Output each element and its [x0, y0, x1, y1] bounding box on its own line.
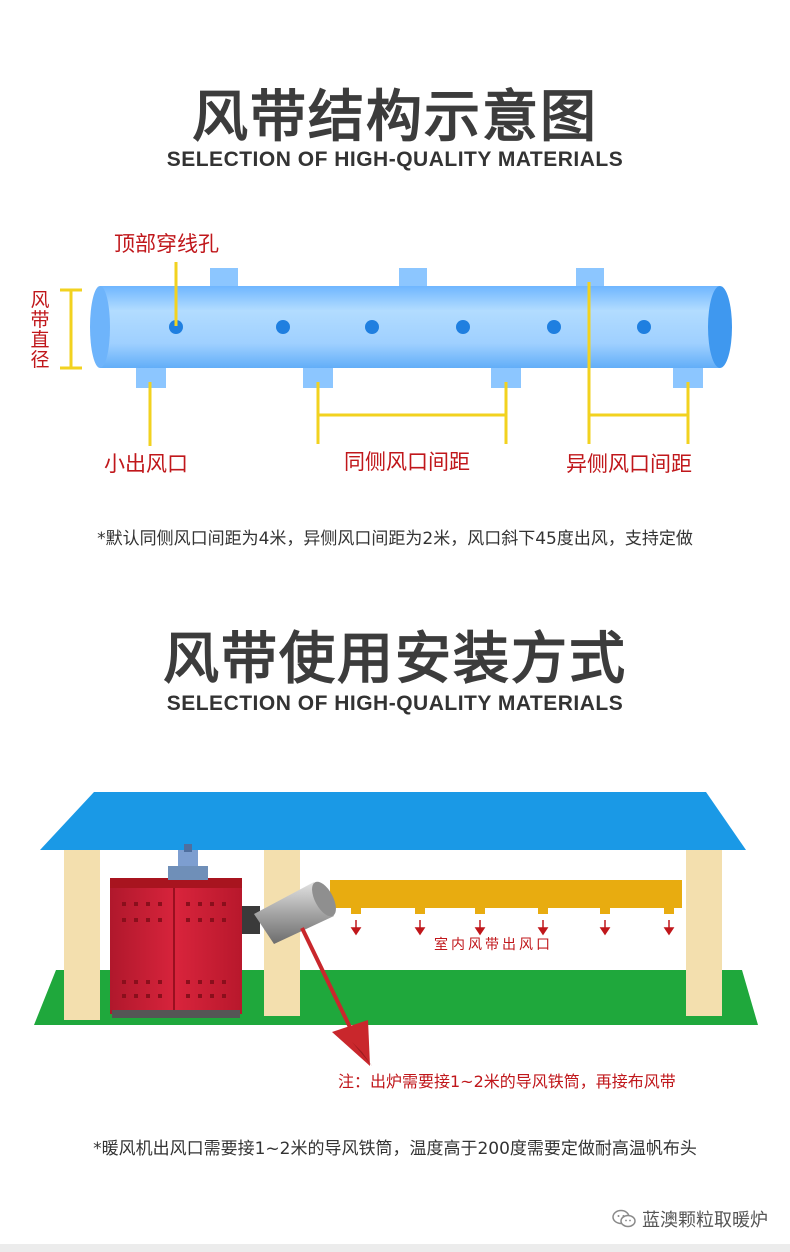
label-top-hole: 顶部穿线孔: [114, 232, 219, 256]
duct-hole: [456, 320, 470, 334]
duct-hole: [365, 320, 379, 334]
indoor-duct-outlet: [664, 906, 674, 914]
heater: [110, 844, 260, 1018]
duct-hole: [547, 320, 561, 334]
label-diameter: 风带直径: [30, 289, 50, 371]
opposite-side-spacing-bracket: [587, 282, 690, 444]
duct-right-end: [708, 286, 732, 368]
indoor-duct-outlet: [538, 906, 548, 914]
duct-top-tab: [399, 268, 427, 290]
duct-top-tab: [576, 268, 604, 290]
duct-hole: [637, 320, 651, 334]
bottom-bar: [0, 1244, 790, 1252]
indoor-duct-outlet: [600, 906, 610, 914]
left-pillar: [64, 848, 100, 1020]
diameter-bracket: [60, 288, 82, 370]
section2-title: 风带使用安装方式: [163, 627, 627, 692]
same-side-spacing-bracket: [316, 382, 508, 444]
duct-body: [100, 286, 720, 368]
section1-title: 风带结构示意图: [192, 85, 598, 150]
watermark-text: 蓝澳颗粒取暖炉: [642, 1210, 768, 1231]
label-small-outlet: 小出风口: [104, 452, 188, 476]
section2-note: *暖风机出风口需要接1~2米的导风铁筒，温度高于200度需要定做耐高温帆布头: [93, 1139, 697, 1159]
duct-left-end: [90, 286, 110, 368]
section1-subtitle: SELECTION OF HIGH-QUALITY MATERIALS: [166, 148, 624, 171]
watermark: 蓝澳颗粒取暖炉: [612, 1206, 768, 1232]
outlet-arrows: [350, 920, 675, 936]
indoor-duct: [330, 880, 682, 908]
indoor-duct-outlet: [415, 906, 425, 914]
indoor-duct-outlet: [475, 906, 485, 914]
label-indoor-outlet: 室内风带出风口: [434, 937, 553, 953]
indoor-duct-outlet: [351, 906, 361, 914]
duct-hole: [276, 320, 290, 334]
duct-structure-diagram: [60, 262, 732, 446]
duct-top-tab: [210, 268, 238, 290]
section2-subtitle: SELECTION OF HIGH-QUALITY MATERIALS: [166, 692, 624, 715]
label-same-side-spacing: 同侧风口间距: [344, 450, 470, 474]
callout-text: 注：出炉需要接1~2米的导风铁筒，再接布风带: [338, 1072, 676, 1091]
installation-diagram: [34, 792, 758, 1066]
label-opposite-side-spacing: 异侧风口间距: [566, 452, 692, 476]
callout-arrow-head: [332, 1020, 370, 1066]
callout-arrow-fletch: [352, 1042, 372, 1066]
wechat-icon: [612, 1209, 636, 1228]
iron-guide-pipe-end: [312, 881, 336, 917]
section1-note: *默认同侧风口间距为4米，异侧风口间距为2米，风口斜下45度出风，支持定做: [97, 529, 693, 549]
roof: [40, 792, 746, 850]
right-pillar: [686, 848, 722, 1016]
duct-hole: [169, 320, 183, 334]
